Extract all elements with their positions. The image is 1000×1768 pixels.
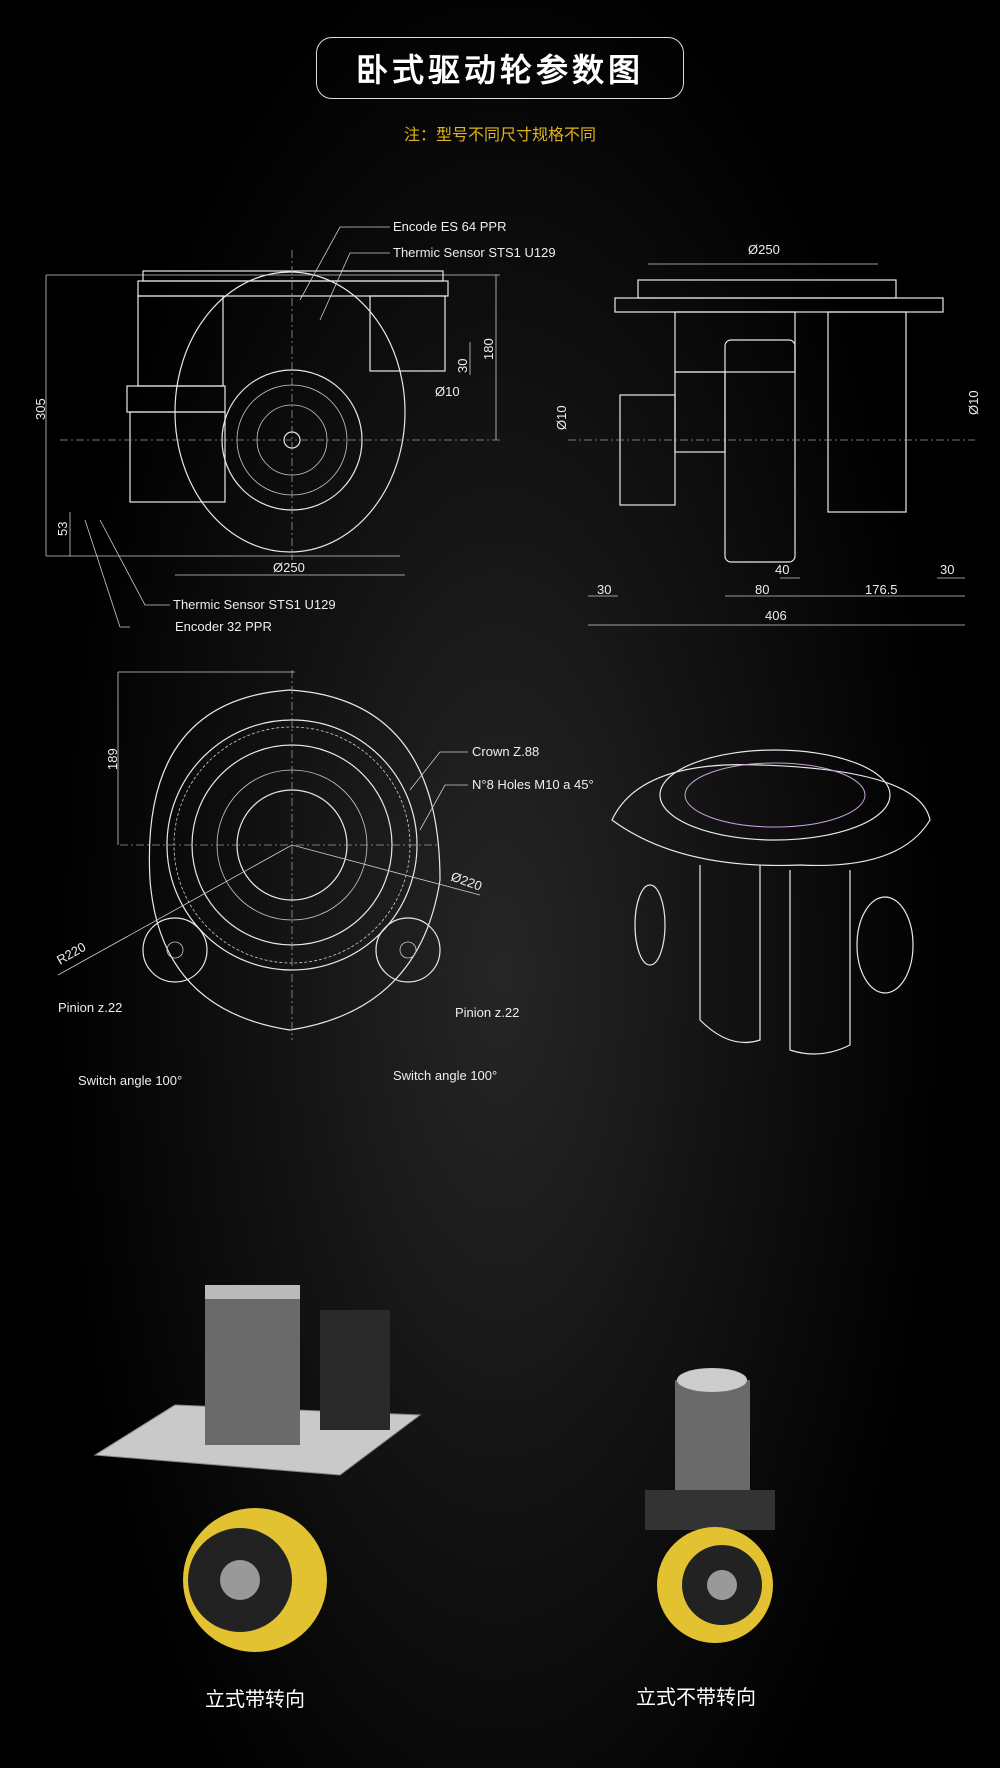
dim-wheel: Ø250 [273,560,305,575]
encoder-bottom-label: Encoder 32 PPR [175,619,272,634]
product-caption-with-steering: 立式带转向 [205,1687,305,1711]
side-dim-80: 80 [755,582,769,597]
pinion-right-label: Pinion z.22 [455,1005,519,1020]
side-dim-250: Ø250 [748,242,780,257]
side-dim-shaft-left: Ø10 [554,405,569,430]
diameter-label: Ø220 [449,869,484,894]
page-title: 卧式驱动轮参数图 [316,37,684,99]
pinion-left-label: Pinion z.22 [58,1000,122,1015]
thermic-bottom-label: Thermic Sensor STS1 U129 [173,597,336,612]
dim-53: 53 [55,522,70,536]
thermic-top-label: Thermic Sensor STS1 U129 [393,245,556,260]
dim-305: 305 [33,398,48,420]
side-dim-shaft-right: Ø10 [966,390,981,415]
dim-30: 30 [455,359,470,373]
side-dim-176: 176.5 [865,582,898,597]
side-dim-30-right: 30 [940,562,954,577]
isometric-drawing [611,749,931,1055]
encoder-top-label: Encode ES 64 PPR [393,219,506,234]
side-dim-40: 40 [775,562,789,577]
front-view-drawing: Encode ES 64 PPR Thermic Sensor STS1 U12… [33,219,556,634]
side-view-drawing: Ø250 Ø10 Ø10 40 30 30 80 176.5 406 [554,242,981,626]
radius-label: R220 [54,939,88,968]
dim-shaft: Ø10 [435,384,460,399]
switch-right-label: Switch angle 100° [393,1068,497,1083]
side-dim-30-left: 30 [597,582,611,597]
holes-label: N°8 Holes M10 a 45° [472,777,594,792]
top-view-drawing: 189 Crown Z.88 N°8 Holes M10 a 45° Ø220 … [54,670,594,1088]
switch-left-label: Switch angle 100° [78,1073,182,1088]
spec-note: 注：型号不同尺寸规格不同 [403,125,596,144]
product-image-without-steering [645,1368,775,1643]
product-image-with-steering [93,1285,422,1652]
crown-label: Crown Z.88 [472,744,539,759]
top-dim-189: 189 [105,748,120,770]
product-caption-without-steering: 立式不带转向 [636,1685,756,1709]
side-dim-406: 406 [765,608,787,623]
dim-180: 180 [481,338,496,360]
